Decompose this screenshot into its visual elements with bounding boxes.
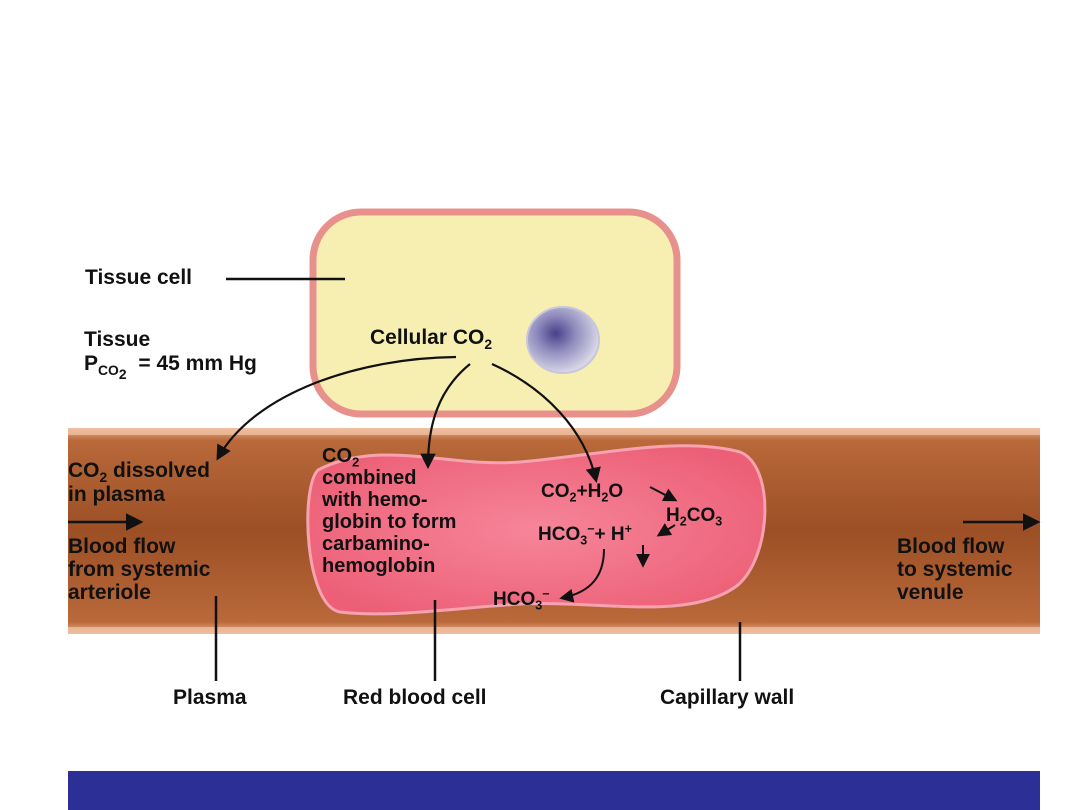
reaction-co2-h2o: CO2+H2O xyxy=(541,481,624,505)
co2-dissolved-label: CO2 dissolved in plasma xyxy=(68,459,210,506)
capillary-wall-label: Capillary wall xyxy=(660,686,795,709)
pco2-p: P xyxy=(84,352,99,375)
to-h2co3-arrow-icon xyxy=(649,486,678,502)
carbamino-label: CO2 combined with hemo- globin to form c… xyxy=(322,445,457,577)
flow-in-label: Blood flow from systemic arteriole xyxy=(68,535,211,604)
nucleus-shape xyxy=(526,306,600,374)
from-h2co3-arrow-icon xyxy=(656,523,676,537)
co2-to-hemoglobin-arrow-icon xyxy=(420,363,471,470)
hco3-out-label: HCO3− xyxy=(493,587,550,613)
tissue-cell-shape xyxy=(309,208,681,418)
bottom-band xyxy=(68,771,1040,810)
capillary-wall-bottom xyxy=(68,627,1040,634)
tissue-cell xyxy=(309,208,681,418)
pco2-line: PCO2 = 45 mm Hg xyxy=(84,352,257,382)
co2-to-plasma-arrow-icon xyxy=(216,355,457,461)
plasma-label: Plasma xyxy=(173,686,247,709)
reaction-hco3-h: HCO3−+ H+ xyxy=(538,522,632,548)
red-blood-cell-label: Red blood cell xyxy=(343,686,487,709)
hco3-out-arrow-icon xyxy=(559,548,605,603)
pco2-value: = 45 mm Hg xyxy=(138,352,257,375)
tissue-cell-label: Tissue cell xyxy=(85,266,193,289)
tissue-pco2-label: Tissue PCO2 = 45 mm Hg xyxy=(84,328,257,382)
co2-to-rbc-arrow-icon xyxy=(491,362,601,484)
tissue-label: Tissue xyxy=(84,328,151,351)
cellular-co2-label: Cellular CO2 xyxy=(370,326,493,352)
h2co3-label: H2CO3 xyxy=(666,505,723,529)
flow-out-label: Blood flow to systemic venule xyxy=(897,535,1013,604)
capillary-wall-top xyxy=(68,428,1040,435)
pco2-sub: CO2 xyxy=(98,361,127,382)
